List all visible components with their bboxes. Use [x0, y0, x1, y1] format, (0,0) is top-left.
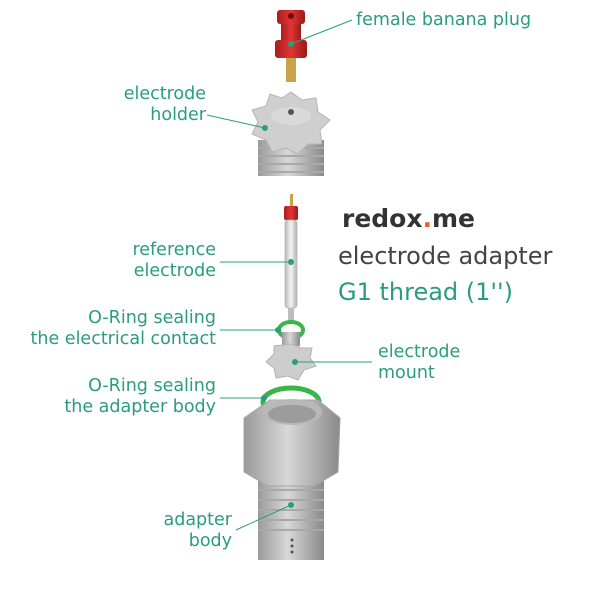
electrode-holder-part	[251, 91, 331, 176]
brand-dot: .	[422, 204, 432, 233]
brand-name-left: redox	[342, 204, 423, 233]
label-reference-electrode-line1: reference	[132, 240, 216, 260]
reference-electrode-part	[284, 194, 298, 322]
label-oring-contact-line1: O-Ring sealing	[88, 308, 216, 328]
brand-logo: redox.me	[342, 204, 475, 233]
label-electrode-holder-line2: holder	[150, 105, 206, 125]
label-electrode-mount-line2: mount	[378, 363, 435, 383]
label-oring-contact: O-Ring sealing the electrical contact	[6, 308, 216, 350]
label-reference-electrode-line2: electrode	[133, 261, 216, 281]
label-electrode-mount: electrode mount	[378, 342, 460, 384]
label-adapter-body-line2: body	[188, 531, 232, 551]
leader-lines	[206, 19, 372, 531]
title-line1: electrode adapter	[338, 242, 553, 270]
brand-name-right: me	[431, 204, 475, 233]
label-electrode-mount-line1: electrode	[378, 342, 461, 362]
label-electrode-holder: electrode holder	[96, 84, 206, 126]
title-line2: G1 thread (1'')	[338, 278, 513, 306]
label-reference-electrode: reference electrode	[100, 240, 216, 282]
label-oring-body: O-Ring sealing the adapter body	[46, 376, 216, 418]
label-adapter-body-line1: adapter	[163, 510, 233, 530]
adapter-body-part	[243, 399, 341, 560]
label-oring-contact-line2: the electrical contact	[30, 329, 216, 349]
label-adapter-body: adapter body	[126, 510, 233, 552]
electrode-mount-part	[265, 332, 317, 381]
banana-plug-part	[275, 10, 307, 82]
label-banana-plug: female banana plug	[356, 10, 532, 30]
label-electrode-holder-line1: electrode	[123, 84, 206, 104]
label-oring-body-line1: O-Ring sealing	[88, 376, 216, 396]
label-oring-body-line2: the adapter body	[64, 397, 216, 417]
